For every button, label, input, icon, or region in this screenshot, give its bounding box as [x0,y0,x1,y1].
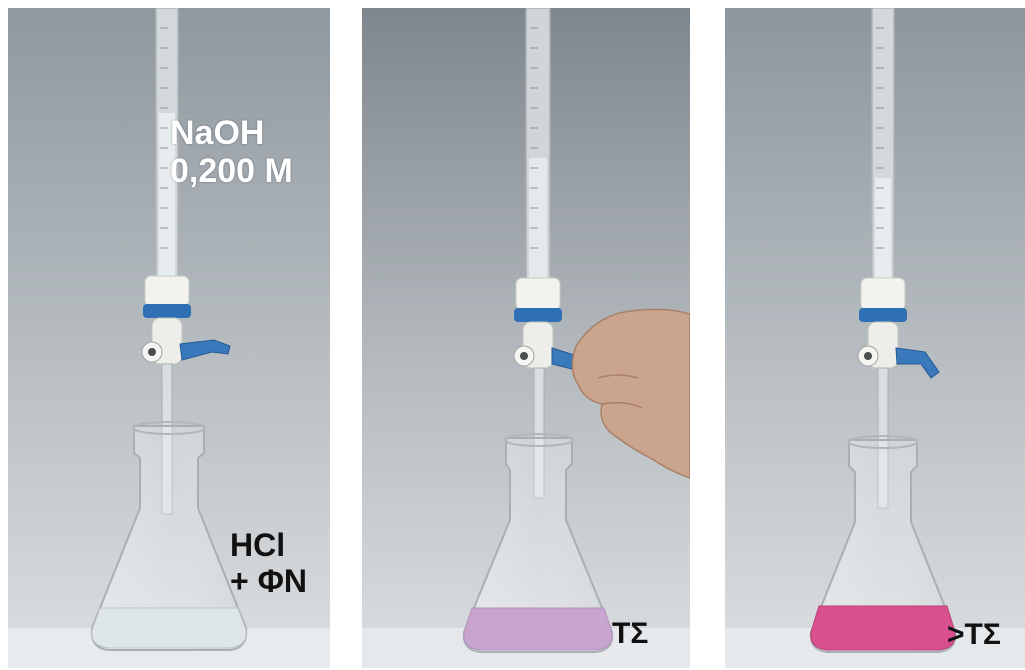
endpoint-label: ΤΣ [612,617,649,650]
flask-rim [504,433,574,447]
stopcock-handle [179,339,231,361]
stopcock-collar [144,275,190,307]
flask-solution [91,607,247,649]
stopcock-knob-center [864,352,872,360]
stopcock-knob-center [148,348,156,356]
burette-graduations [530,27,538,249]
burette-liquid [875,178,891,280]
stopcock-collar [515,277,561,311]
beyond-endpoint-label: >ΤΣ [947,618,1001,651]
titrant-concentration: 0,200 M [170,152,293,191]
titration-scene-after [725,8,1025,668]
titration-scene-endpoint [362,8,690,668]
burette-graduations [160,27,168,249]
hand [571,308,690,479]
stopcock-collar [860,277,906,311]
panel-after-endpoint [725,8,1025,668]
titration-scene-initial [8,8,330,668]
flask-solution [463,607,613,651]
flask-rim [132,421,206,435]
burette-graduations [876,27,884,249]
panel-initial: NaOH 0,200 M HCl + ΦN [8,8,330,668]
flask-solution [810,605,956,651]
stopcock-blue-ring [859,308,907,322]
titrant-label: NaOH 0,200 M [170,114,293,190]
panel-endpoint [362,8,690,668]
burette-liquid [529,158,547,280]
indicator-name: + ΦN [230,562,307,599]
flask-rim [848,435,918,449]
stopcock-handle [895,347,940,379]
hand-finger-crease [597,374,639,379]
stopcock-knob-center [520,352,528,360]
titrant-name: NaOH [170,114,265,152]
burette-liquid [159,113,175,278]
analyte-name: HCl [230,527,286,563]
stopcock-blue-ring [143,304,191,318]
analyte-label: HCl + ΦN [230,527,307,600]
erlenmeyer-flask [90,425,248,651]
hand-finger-crease [601,401,643,409]
stopcock-blue-ring [514,308,562,322]
